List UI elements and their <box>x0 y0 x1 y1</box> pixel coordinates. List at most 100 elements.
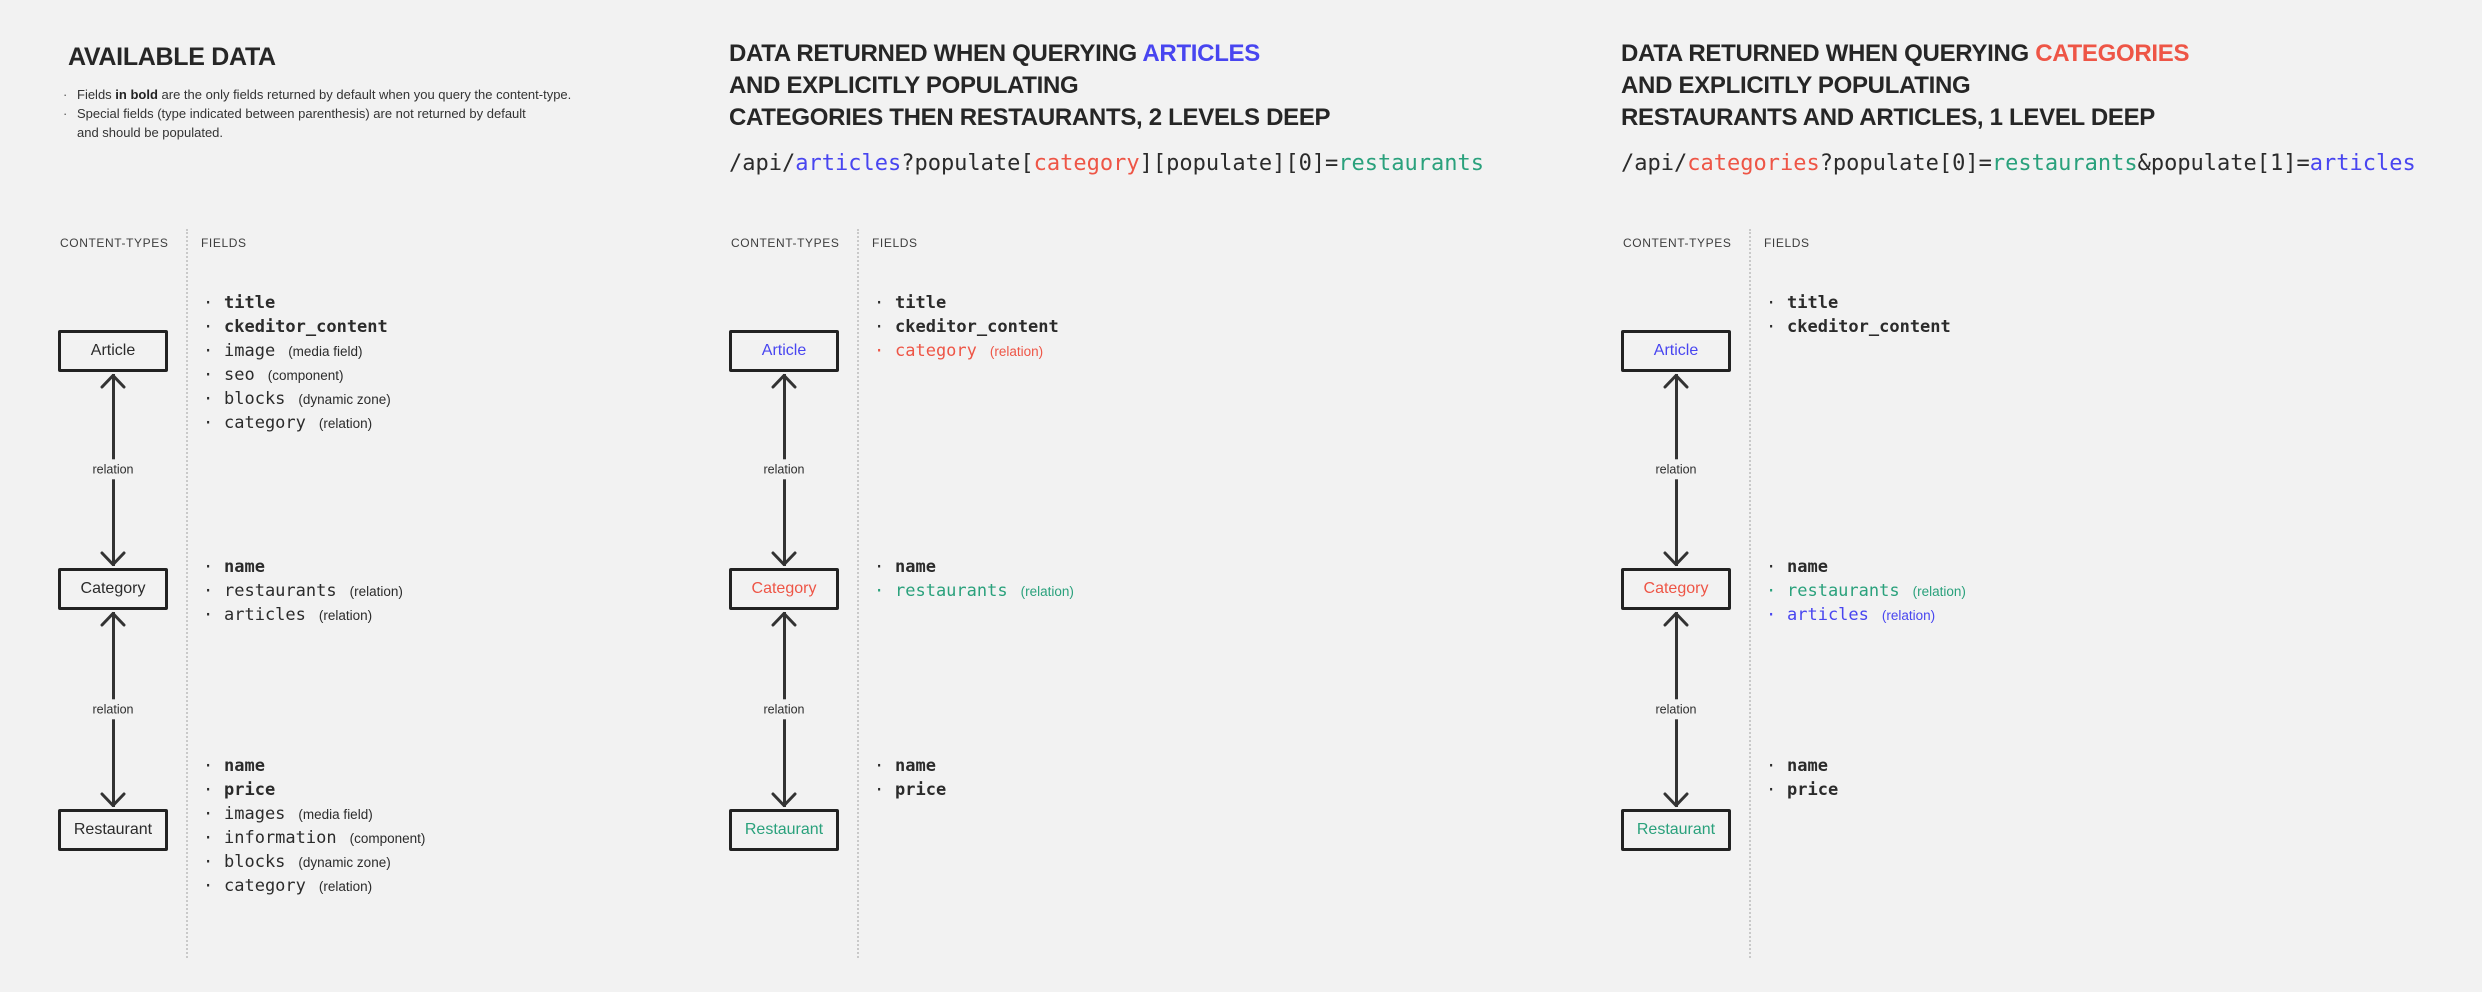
field-group: · title· ckeditor_content <box>1766 291 1951 339</box>
note-item: ·Special fields (type indicated between … <box>63 104 623 142</box>
arrowhead-up-icon <box>100 374 126 389</box>
field-item: · blocks (dynamic zone) <box>203 850 425 874</box>
field-name: seo <box>224 365 255 385</box>
panel-title-line: DATA RETURNED WHEN QUERYING CATEGORIES <box>1621 38 2189 70</box>
field-name: name <box>1787 557 1828 577</box>
api-code-segment: /api/ <box>729 151 796 176</box>
field-type-annotation: (component) <box>267 368 344 383</box>
bullet-icon: · <box>203 317 214 337</box>
field-name: image <box>224 341 276 361</box>
api-code-segment: restaurants <box>1991 151 2138 176</box>
bullet-icon: · <box>1766 293 1777 313</box>
column-header-content-types: CONTENT-TYPES <box>1623 236 1732 250</box>
content-type-label: Category <box>1643 580 1709 597</box>
field-item: ·price <box>203 778 425 802</box>
bullet-icon: · <box>203 293 214 313</box>
field-item: · title <box>203 291 391 315</box>
api-code-segment: ][populate][0]= <box>1139 151 1339 176</box>
bullet-icon: · <box>203 852 214 872</box>
column-header-fields: FIELDS <box>201 236 247 250</box>
panel-title-segment: DATA RETURNED WHEN QUERYING <box>1621 40 2036 67</box>
field-item: ·image(media field) <box>203 339 391 363</box>
field-name: title <box>1787 293 1839 313</box>
field-name: title <box>224 293 276 313</box>
notes-list: · Fields in bold are the only fields retu… <box>63 85 623 142</box>
field-type-annotation: (component) <box>349 831 426 846</box>
field-name: name <box>1787 756 1828 776</box>
column-header-content-types: CONTENT-TYPES <box>731 236 840 250</box>
field-name: category <box>895 341 977 361</box>
api-code-segment: articles <box>795 151 902 176</box>
field-type-annotation: (dynamic zone) <box>298 855 391 870</box>
field-item: ·name <box>1766 754 1838 778</box>
arrowhead-up-icon <box>1663 374 1689 389</box>
relation-label-text: relation <box>89 459 137 480</box>
content-type-box-restaurant: Restaurant <box>58 809 168 851</box>
arrowhead-up-icon <box>771 612 797 627</box>
bullet-icon: · <box>874 581 885 601</box>
content-type-box-restaurant: Restaurant <box>1621 809 1731 851</box>
relation-connector: relation <box>1621 372 1731 568</box>
field-item: ·category(relation) <box>203 411 391 435</box>
content-type-label: Category <box>751 580 817 597</box>
field-item: ·articles(relation) <box>1766 603 1966 627</box>
field-item: ·category(relation) <box>874 339 1059 363</box>
arrowhead-down-icon <box>100 792 126 807</box>
panel-title: AVAILABLE DATA <box>68 41 276 73</box>
relation-label: relation <box>729 459 839 480</box>
field-item: ·name <box>203 754 425 778</box>
bullet-icon: · <box>63 87 68 102</box>
field-item: ·restaurants(relation) <box>874 579 1074 603</box>
field-name: blocks <box>224 852 286 872</box>
content-type-label: Article <box>90 342 136 359</box>
content-type-box-restaurant: Restaurant <box>729 809 839 851</box>
panel-title-segment: AND EXPLICITLY POPULATING <box>729 72 1079 99</box>
field-item: ·price <box>1766 778 1838 802</box>
relation-connector: relation <box>58 610 168 809</box>
bullet-icon: · <box>1766 605 1777 625</box>
field-type-annotation: (relation) <box>1020 584 1074 599</box>
arrowhead-up-icon <box>100 612 126 627</box>
content-type-label: Category <box>80 580 146 597</box>
api-code-segment: /api/ <box>1621 151 1688 176</box>
panel-title-segment: AND EXPLICITLY POPULATING <box>1621 72 1971 99</box>
bullet-icon: · <box>874 341 885 361</box>
column-divider <box>857 229 859 958</box>
field-name: articles <box>1787 605 1869 625</box>
relation-label-text: relation <box>760 459 808 480</box>
field-name: ckeditor_content <box>1787 317 1951 337</box>
field-item: ·name <box>874 754 946 778</box>
field-item: · title <box>1766 291 1951 315</box>
field-type-annotation: (relation) <box>318 608 373 623</box>
field-item: ·images(media field) <box>203 802 425 826</box>
bullet-icon: · <box>203 804 214 824</box>
panel-title-segment: CATEGORIES <box>2035 40 2190 67</box>
note-text: Fields in bold are the only fields retur… <box>77 85 571 104</box>
field-group: ·name·price <box>1766 754 1838 802</box>
content-type-label: Article <box>761 342 807 359</box>
field-name: articles <box>224 605 306 625</box>
field-type-annotation: (dynamic zone) <box>298 392 391 407</box>
field-name: name <box>895 756 936 776</box>
bullet-icon: · <box>203 828 214 848</box>
api-query-code: /api/articles?populate[category][populat… <box>729 150 1484 178</box>
field-group: ·title·ckeditor_content·image(media fiel… <box>203 291 391 435</box>
content-type-box-category: Category <box>58 568 168 610</box>
api-code-segment: ?populate[ <box>901 151 1034 176</box>
field-name: ckeditor_content <box>895 317 1059 337</box>
relation-connector: relation <box>1621 610 1731 809</box>
panel-title-line: AND EXPLICITLY POPULATING <box>1621 70 2189 102</box>
column-header-fields: FIELDS <box>872 236 918 250</box>
arrowhead-down-icon <box>1663 792 1689 807</box>
content-type-box-category: Category <box>729 568 839 610</box>
relation-connector: relation <box>58 372 168 568</box>
arrowhead-down-icon <box>100 551 126 566</box>
note-part: in bold <box>115 87 158 102</box>
bullet-icon: · <box>63 106 68 121</box>
api-code-segment: &populate[1]= <box>2137 151 2310 176</box>
bullet-icon: · <box>203 876 214 896</box>
